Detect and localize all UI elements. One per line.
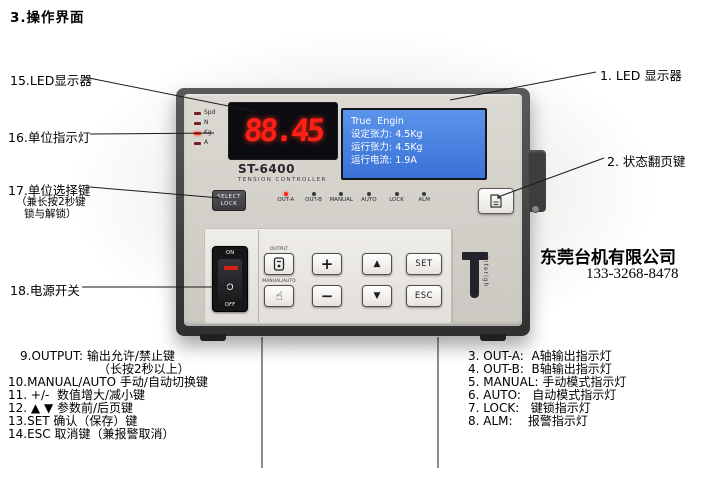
led-display: 88.45 — [228, 102, 338, 160]
device-model: ST-6400 — [238, 162, 295, 176]
lcd-line-1: True Engin — [351, 116, 404, 127]
power-off-mark: O — [226, 283, 234, 293]
legend-item-13: 13.SET 确认（保存）键 — [8, 414, 138, 428]
legend-item-4: 4. OUT-B: B轴输出指示灯 — [468, 362, 612, 376]
status-led-auto: AUTO — [355, 192, 383, 203]
output-key-label: OUTPUT — [269, 247, 289, 252]
unit-led-icon — [194, 121, 201, 125]
brand-logo-icon — [470, 252, 479, 298]
power-on-mark-icon — [224, 266, 238, 270]
status-led-alm: ALM — [410, 192, 438, 203]
plus-button[interactable]: + — [312, 253, 342, 275]
panel-groove — [258, 230, 259, 322]
led-dot-icon — [422, 192, 427, 196]
down-button[interactable]: ▼ — [362, 285, 392, 307]
legend-item-14: 14.ESC 取消键（兼报警取消） — [8, 427, 175, 441]
unit-led-icon — [194, 141, 201, 145]
led-dot-icon — [311, 192, 316, 196]
callout-label-17-sub2: 锁与解锁） — [24, 208, 77, 220]
callout-label-2: 2. 状态翻页键 — [607, 154, 686, 169]
led-display-value: 88.45 — [242, 113, 324, 149]
power-switch[interactable]: ON O OFF — [212, 246, 248, 312]
unit-indicator-kg: Kg — [194, 128, 226, 138]
manual-auto-key-label: MANUAL/AUTO — [262, 279, 296, 284]
unit-label: N — [204, 119, 209, 126]
callout-label-16: 16.单位指示灯 — [8, 130, 91, 145]
page-title: 3.操作界面 — [10, 10, 85, 26]
lcd-line-2: 设定张力: 4.5Kg — [351, 129, 423, 140]
status-led-out-b: OUT-B — [300, 192, 328, 203]
esc-button[interactable]: ESC — [406, 285, 442, 307]
unit-indicator-n: N — [194, 118, 226, 128]
unit-led-icon — [194, 111, 201, 115]
power-on-label: ON — [225, 250, 235, 256]
legend-item-9: 9.OUTPUT: 输出允许/禁止键 — [20, 349, 175, 363]
legend-item-12: 12. ▲ ▼ 参数前/后页键 — [8, 401, 134, 415]
legend-item-6: 6. AUTO: 自动模式指示灯 — [468, 388, 617, 402]
led-dot-icon — [366, 192, 371, 196]
manual-auto-button[interactable]: ☝ — [264, 285, 294, 307]
unit-label: Kg — [204, 129, 212, 136]
unit-led-icon — [194, 131, 201, 135]
led-dot-icon — [394, 192, 399, 196]
device-model-subtitle: TENSION CONTROLLER — [238, 177, 327, 183]
unit-label: Spd — [204, 109, 216, 116]
output-button[interactable] — [264, 253, 294, 275]
unit-label: A — [204, 139, 209, 146]
lcd-screen: True Engin 设定张力: 4.5Kg 运行张力: 4.5Kg 运行电流:… — [341, 108, 487, 180]
company-name: 东莞台机有限公司 — [540, 248, 676, 267]
callout-label-1: 1. LED 显示器 — [600, 68, 682, 83]
legend-item-11: 11. +/- 数值增大/减小键 — [8, 388, 145, 402]
led-dot-icon — [283, 192, 288, 196]
status-led-manual: MANUAL — [327, 192, 355, 203]
lcd-line-4: 运行电流: 1.9A — [351, 155, 417, 166]
legend-item-7: 7. LOCK: 键锁指示灯 — [468, 401, 591, 415]
page-flip-icon — [490, 194, 502, 208]
up-button[interactable]: ▲ — [362, 253, 392, 275]
panel-groove — [452, 230, 453, 322]
minus-button[interactable]: − — [312, 285, 342, 307]
select-lock-button[interactable]: SELECT LOCK — [212, 190, 246, 211]
unit-indicator-spd: Spd — [194, 108, 226, 118]
output-switch-icon — [273, 257, 285, 271]
unit-indicator-strip: Spd N Kg A — [194, 108, 226, 148]
legend-item-10: 10.MANUAL/AUTO 手动/自动切换键 — [8, 375, 208, 389]
callout-label-18: 18.电源开关 — [10, 283, 80, 298]
status-led-row: OUT-A OUT-B MANUAL AUTO LOCK ALM — [272, 192, 438, 203]
status-led-out-a: OUT-A — [272, 192, 300, 203]
lcd-line-3: 运行张力: 4.5Kg — [351, 142, 423, 153]
status-page-button[interactable] — [478, 188, 514, 214]
led-dot-icon — [339, 192, 344, 196]
hand-icon: ☝ — [275, 289, 283, 303]
brand-name: Interigh — [482, 256, 489, 288]
device-foot-left — [200, 334, 226, 341]
set-button[interactable]: SET — [406, 253, 442, 275]
company-phone: 133-3268-8478 — [586, 266, 679, 282]
status-led-lock: LOCK — [383, 192, 411, 203]
device-tension-controller: Spd N Kg A 88.45 ST-6400 TENSION CONTROL… — [176, 88, 546, 341]
power-off-label: OFF — [224, 302, 236, 308]
callout-label-15: 15.LED显示器 — [10, 73, 92, 88]
legend-item-8: 8. ALM: 报警指示灯 — [468, 414, 588, 428]
legend-item-5: 5. MANUAL: 手动模式指示灯 — [468, 375, 627, 389]
select-label: SELECT — [217, 193, 241, 200]
callout-label-17: 17.单位选择键 — [8, 183, 91, 198]
device-foot-right — [480, 334, 506, 341]
device-screw — [532, 206, 539, 213]
legend-item-3: 3. OUT-A: A轴输出指示灯 — [468, 349, 612, 363]
legend-item-9-note: （长按2秒以上） — [98, 362, 190, 376]
lock-label: LOCK — [220, 200, 238, 207]
callout-label-17-sub1: （兼长按2秒键 — [16, 196, 86, 208]
unit-indicator-a: A — [194, 138, 226, 148]
device-mounting-clip — [528, 150, 546, 212]
